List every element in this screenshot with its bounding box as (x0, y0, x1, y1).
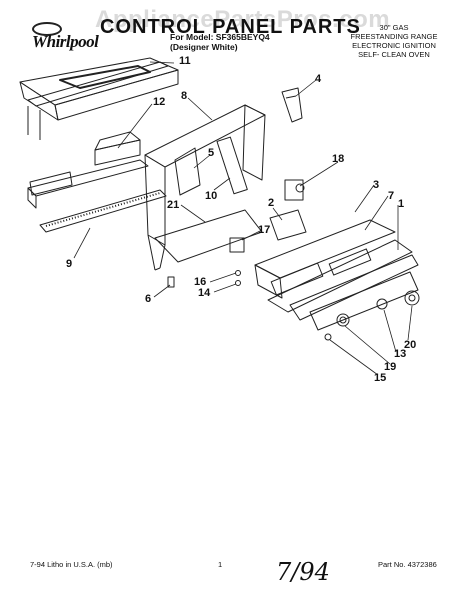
desc-line-2: FREESTANDING RANGE (350, 32, 438, 41)
callout-17: 17 (258, 224, 271, 236)
appliance-description: 30" GAS FREESTANDING RANGE ELECTRONIC IG… (338, 23, 450, 59)
callout-16: 16 (194, 276, 207, 288)
callout-7: 7 (388, 190, 395, 202)
color-line: (Designer White) (170, 42, 238, 52)
model-info: For Model: SF365BEYQ4 (Designer White) (170, 32, 270, 52)
footer-page-number: 1 (218, 560, 223, 569)
callout-4: 4 (315, 73, 322, 85)
diagram-title: CONTROL PANEL PARTS (100, 16, 361, 38)
handwritten-date: 7/94 (276, 558, 330, 586)
callout-9: 9 (66, 258, 73, 270)
callout-1: 1 (398, 198, 405, 210)
model-line: For Model: SF365BEYQ4 (170, 32, 270, 42)
callout-leaders (73, 61, 413, 376)
logo-wordmark: Whirlpool (32, 32, 99, 51)
callout-19: 19 (384, 361, 397, 373)
part-11-panel (19, 57, 179, 140)
callout-13: 13 (394, 348, 407, 360)
callout-15: 15 (374, 372, 387, 384)
part-9-strip (27, 159, 167, 233)
callout-20: 20 (404, 339, 417, 351)
part-4-bracket (281, 87, 303, 123)
desc-line-1: 30" GAS (379, 23, 409, 32)
part-21-shield (154, 209, 263, 263)
part-8-main-panel (144, 104, 266, 271)
callout-11: 11 (179, 55, 191, 67)
part-12-shield (94, 131, 141, 166)
footer-part-number: Part No. 4372386 (378, 560, 437, 569)
callout-10: 10 (205, 190, 218, 202)
callout-3: 3 (373, 179, 380, 191)
watermark: AppliancePartsPros.com (95, 6, 391, 33)
callout-21: 21 (167, 199, 180, 211)
control-panel-assembly (254, 219, 419, 331)
callout-6: 6 (145, 293, 152, 305)
callout-12: 12 (153, 96, 166, 108)
callout-18: 18 (332, 153, 345, 165)
callout-2: 2 (268, 197, 275, 209)
whirlpool-logo: Whirlpool (30, 22, 99, 54)
desc-line-4: SELF- CLEAN OVEN (358, 50, 430, 59)
footer-print-info: 7-94 Litho in U.S.A. (mb) (30, 560, 113, 569)
desc-line-3: ELECTRONIC IGNITION (352, 41, 436, 50)
callout-5: 5 (208, 147, 215, 159)
electronic-components (229, 179, 307, 253)
callout-8: 8 (181, 90, 188, 102)
logo-ring-icon (32, 22, 62, 36)
knobs-and-fasteners (167, 270, 420, 341)
callout-14: 14 (198, 287, 211, 299)
